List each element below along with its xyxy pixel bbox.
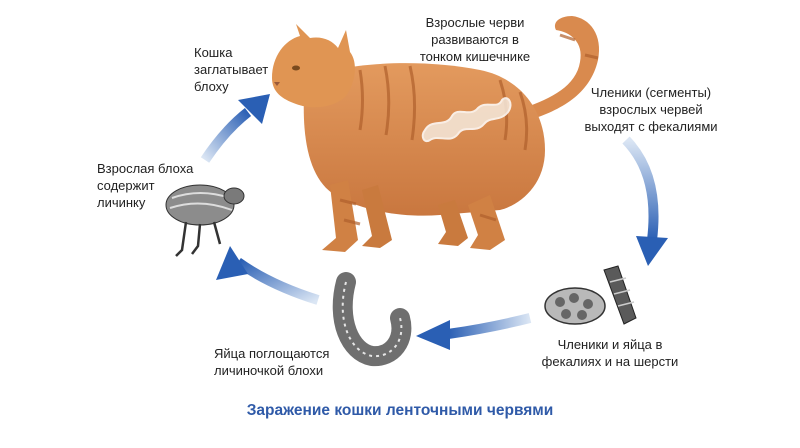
label-cat-swallows-flea: Кошка заглатывает блоху xyxy=(194,45,269,94)
label-segments-exit: Членики (сегменты) взрослых червей выход… xyxy=(584,85,718,134)
flea-larva-illustration xyxy=(332,272,412,367)
arrow-to-cat xyxy=(200,94,270,163)
diagram-caption: Заражение кошки ленточными червями xyxy=(246,402,554,419)
flea-illustration xyxy=(165,184,245,257)
label-adult-flea-contains-larva: Взрослая блоха содержит личинку xyxy=(97,161,194,210)
label-adult-worms-develop: Взрослые черви развиваются в тонком кише… xyxy=(419,15,531,64)
arrow-to-feces xyxy=(622,136,668,266)
arrow-to-larva xyxy=(416,313,532,350)
label-segments-and-eggs: Членики и яйца в фекалиях и на шерсти xyxy=(541,337,679,369)
eggs-and-segments-illustration xyxy=(544,265,637,325)
cat-illustration xyxy=(272,16,600,252)
label-eggs-swallowed-by-larva: Яйца поглощаются личиночкой блохи xyxy=(214,346,330,378)
arrow-to-flea xyxy=(216,246,320,305)
